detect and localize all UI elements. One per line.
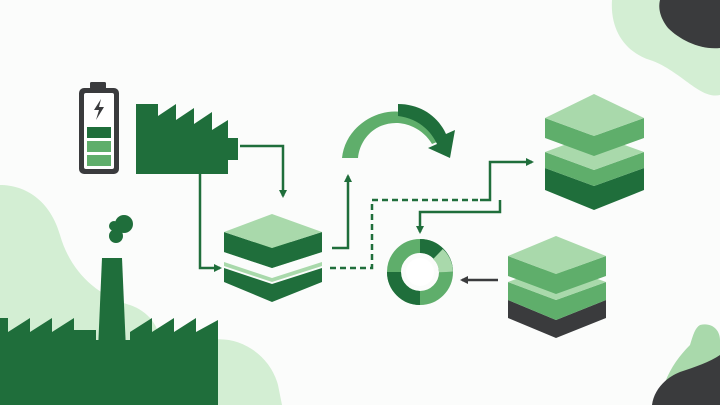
battery-charge-bar (87, 155, 111, 166)
background-blob-top-right-dark (659, 0, 720, 49)
battery-charge-bar (87, 127, 111, 138)
layer-stack-center (224, 214, 322, 302)
smokestack-factory-icon (0, 215, 218, 405)
smoke-puff (115, 215, 133, 233)
layer-stack-top-right (545, 94, 644, 210)
edge-top-right-stack-to-donut (416, 200, 502, 234)
layer-stack-bottom-right (508, 236, 606, 338)
battery-charge-bar (87, 141, 111, 152)
lightning-bolt-icon (94, 99, 104, 120)
battery-icon (79, 82, 119, 174)
background-blob-bottom-center (200, 339, 282, 405)
edge-to-top-right-stack (480, 158, 534, 202)
donut-chart-icon (387, 239, 453, 305)
cycle-arrow-icon (342, 104, 455, 158)
smoke-puff (109, 229, 123, 243)
edge-battery-to-center-stack (198, 174, 222, 272)
edge-center-stack-to-top-right-stack-dashed (330, 198, 480, 270)
smoke-puff (109, 221, 119, 231)
factory-icon (136, 104, 238, 174)
edge-factory-to-center-stack (240, 144, 287, 198)
edge-center-stack-to-cycle-arrow (332, 174, 352, 250)
background-blob-bottom-right-dark (652, 355, 720, 405)
